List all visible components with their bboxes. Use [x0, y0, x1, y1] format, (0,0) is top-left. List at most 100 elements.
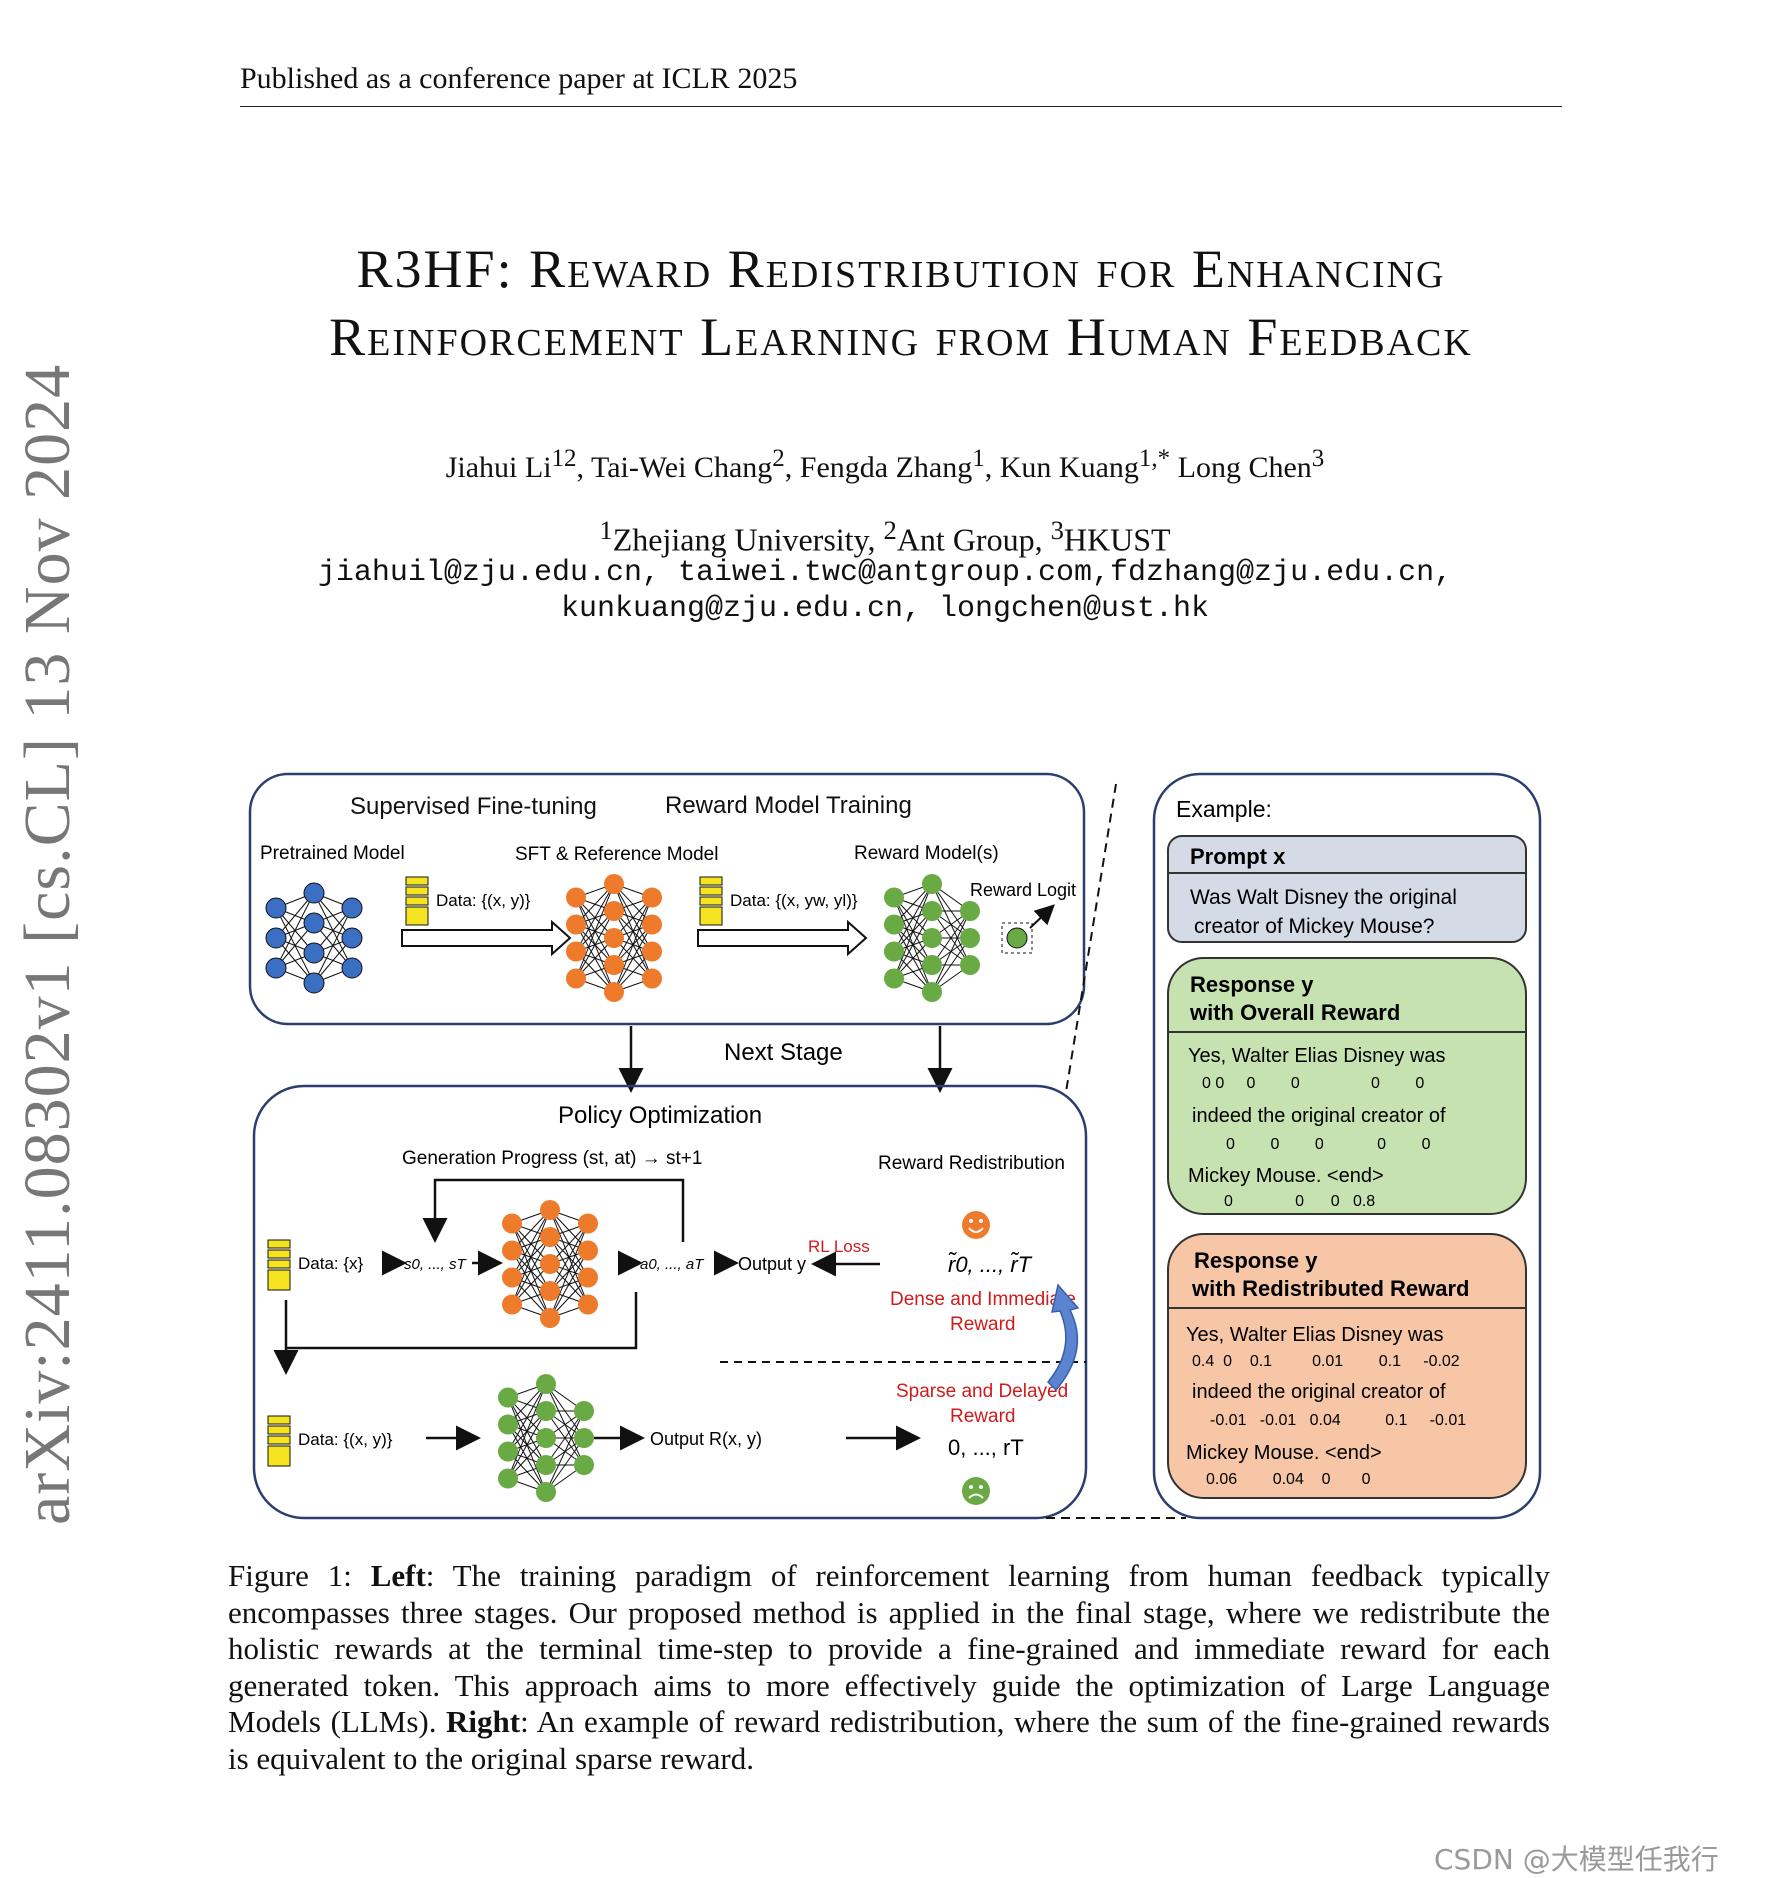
network-node [303, 972, 325, 994]
author-emails-line-1: jiahuil@zju.edu.cn, taiwei.twc@antgroup.… [317, 556, 1453, 590]
network-node [578, 1213, 598, 1234]
author-affil-sup: 12 [551, 445, 577, 472]
author-name: Long Chen [1177, 451, 1312, 484]
network-node [303, 942, 325, 964]
caption-right-label: Right [446, 1704, 521, 1739]
author-name: Jiahui Li [445, 451, 552, 484]
prompt-title: Prompt x [1190, 844, 1286, 869]
network-node [536, 1374, 556, 1394]
network-node [922, 874, 942, 894]
author-emails-line-2: kunkuang@zju.edu.cn, longchen@ust.hk [560, 592, 1210, 626]
generation-progress-label: Generation Progress (st, at) → st+1 [402, 1148, 702, 1169]
reward-values: 0 0 0 0 0 0 [1202, 1075, 1424, 1092]
network-node [540, 1308, 560, 1328]
rm-stage-title: Reward Model Training [665, 792, 912, 819]
network-node [303, 912, 325, 934]
reward-values: -0.01 -0.01 0.04 0.1 -0.01 [1210, 1412, 1466, 1429]
data-stack-icon [405, 876, 429, 926]
reward-logit-arrow [1029, 904, 1055, 929]
data-stack-icon [267, 1239, 291, 1291]
network-node [884, 887, 904, 908]
network-node [540, 1200, 560, 1220]
network-node [498, 1441, 518, 1462]
happy-face-icon [962, 1211, 990, 1239]
response-line: Yes, Walter Elias Disney was [1186, 1324, 1444, 1346]
network-node [566, 941, 586, 962]
author-affil-sup: 1 [972, 445, 985, 472]
network-node [604, 955, 624, 975]
network-node [884, 968, 904, 989]
sft-data-label: Data: {(x, y)} [436, 891, 531, 910]
network-node [604, 982, 624, 1002]
network-node [536, 1482, 556, 1502]
author-affil-sup: 3 [1311, 445, 1325, 472]
output-reward-label: Output R(x, y) [650, 1429, 762, 1449]
network-node [578, 1240, 598, 1261]
sparse-reward-label: Sparse and Delayed [896, 1381, 1068, 1402]
sft-stage-title: Supervised Fine-tuning [350, 793, 597, 820]
author-affil-sup: 1,* [1138, 445, 1171, 472]
output-y-label: Output y [738, 1254, 806, 1274]
network-node [502, 1240, 522, 1261]
response-line: indeed the original creator of [1192, 1105, 1446, 1127]
response-line: Yes, Walter Elias Disney was [1188, 1045, 1446, 1067]
network-node [536, 1428, 556, 1448]
network-node [540, 1227, 560, 1247]
running-header: Published as a conference paper at ICLR … [240, 62, 798, 95]
network-node [502, 1213, 522, 1234]
figure-1-diagram: Supervised Fine-tuning Reward Model Trai… [248, 772, 1542, 1520]
reward-model-network-2 [498, 1374, 594, 1502]
policy-data-label: Data: {x} [298, 1254, 364, 1273]
network-node [540, 1254, 560, 1274]
network-node [574, 1428, 594, 1448]
policy-optimization-title: Policy Optimization [558, 1102, 762, 1129]
network-node [884, 941, 904, 962]
network-node [566, 968, 586, 989]
paper-title-line-2: Reinforcement Learning from Human Feedba… [329, 307, 1473, 367]
actions-label: a0, ..., aT [640, 1256, 705, 1273]
reward-model-network [884, 874, 980, 1002]
rm-data-label: Data: {(x, yw, yl)} [730, 891, 858, 910]
network-node [922, 955, 942, 975]
network-node [922, 982, 942, 1002]
network-node [604, 874, 624, 894]
prompt-line-2: creator of Mickey Mouse? [1194, 915, 1434, 938]
network-node [960, 928, 980, 948]
reward-logit-label: Reward Logit [970, 880, 1076, 900]
pretrained-network [265, 882, 363, 994]
network-node [498, 1468, 518, 1489]
network-node [303, 882, 325, 904]
response-line: indeed the original creator of [1192, 1381, 1446, 1403]
affil-name: Ant Group, [896, 521, 1043, 558]
network-node [884, 914, 904, 935]
network-node [642, 968, 662, 989]
affiliations: 1Zhejiang University, 2Ant Group, 3HKUST [0, 515, 1770, 559]
data-stack-icon [267, 1415, 291, 1467]
callout-dashed-top [1065, 783, 1117, 1093]
author-name: Fengda Zhang [799, 451, 973, 484]
reward-values: 0.4 0 0.1 0.01 0.1 -0.02 [1192, 1353, 1460, 1370]
prompt-box [1167, 835, 1527, 943]
network-node [341, 957, 363, 979]
figure-caption: Figure 1: Left: The training paradigm of… [228, 1558, 1550, 1777]
training-stages-frame [248, 772, 1086, 1026]
reward-values: 0.06 0.04 0 0 [1206, 1471, 1371, 1488]
dense-reward-label-2: Reward [950, 1314, 1015, 1335]
response-line: Mickey Mouse. <end> [1188, 1165, 1384, 1187]
policy-optimization-frame [252, 1084, 1088, 1520]
network-node [265, 927, 287, 949]
caption-text-right: : An example of reward redistribution, w… [228, 1704, 1550, 1776]
reward-models-label: Reward Model(s) [854, 843, 999, 864]
network-node [574, 1455, 594, 1475]
reward-values: 0 0 0 0 0 [1226, 1136, 1431, 1153]
caption-left-label: Left [370, 1558, 426, 1593]
pretrained-network [265, 882, 363, 994]
output-connector [286, 1292, 638, 1350]
author-list: Jiahui Li12, Tai-Wei Chang2, Fengda Zhan… [445, 445, 1325, 484]
sparse-reward-values: 0, ..., rT [948, 1435, 1024, 1460]
network-node [341, 897, 363, 919]
network-node [536, 1455, 556, 1475]
network-node [578, 1294, 598, 1315]
reward-logit-box [1001, 922, 1033, 954]
overall-reward-box [1167, 957, 1527, 1215]
